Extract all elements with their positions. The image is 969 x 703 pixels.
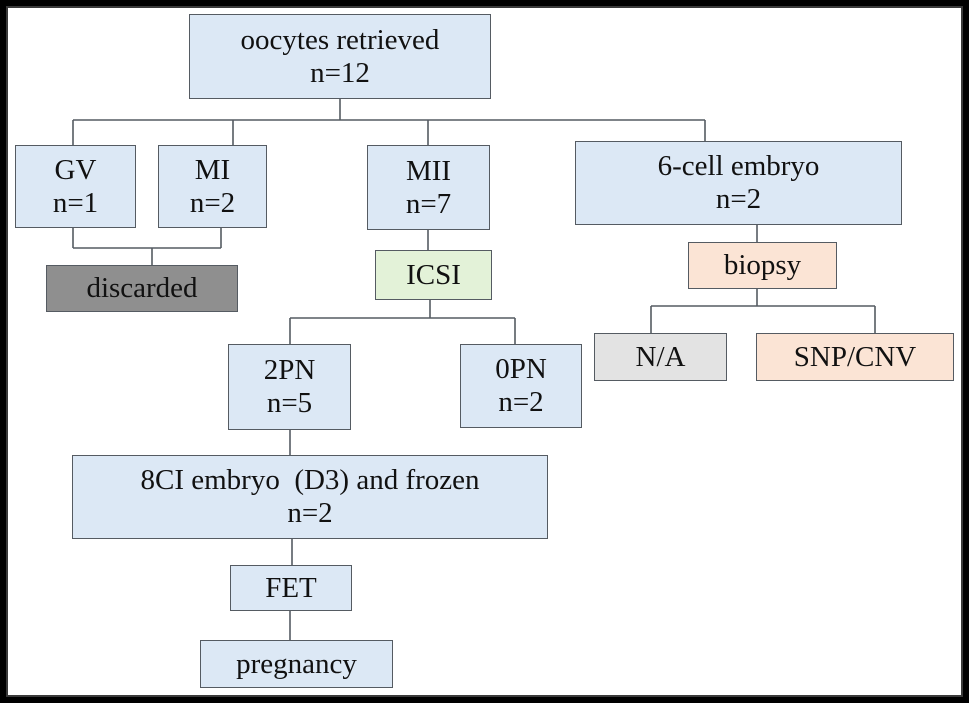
node-6-cell-embryo: 6-cell embryo n=2	[575, 141, 902, 225]
node-snp-cnv: SNP/CNV	[756, 333, 954, 381]
node-mi-label: MI	[194, 153, 231, 186]
node-oocytes-retrieved: oocytes retrieved n=12	[189, 14, 491, 99]
node-oocytes-retrieved-label: oocytes retrieved	[240, 23, 440, 56]
node-0pn-label: 0PN	[495, 353, 547, 385]
node-0pn: 0PN n=2	[460, 344, 582, 428]
node-icsi-label: ICSI	[406, 258, 461, 291]
node-6-cell-embryo-label: 6-cell embryo	[657, 150, 820, 182]
node-icsi: ICSI	[375, 250, 492, 300]
node-mi-count: n=2	[189, 186, 236, 219]
node-mii-count: n=7	[405, 187, 452, 220]
node-2pn: 2PN n=5	[228, 344, 351, 430]
connector-icsi-pn	[289, 300, 516, 344]
connector-biopsy-results	[650, 289, 876, 333]
node-discarded: discarded	[46, 265, 238, 312]
node-8ci-embryo-count: n=2	[287, 497, 333, 529]
node-fet: FET	[230, 565, 352, 611]
node-biopsy-label: biopsy	[723, 249, 802, 281]
node-oocytes-retrieved-count: n=12	[310, 56, 370, 89]
node-gv-label: GV	[54, 153, 97, 186]
node-mi: MI n=2	[158, 145, 267, 228]
node-6-cell-embryo-count: n=2	[715, 183, 762, 215]
node-8ci-embryo-label: 8CI embryo (D3) and frozen	[140, 464, 480, 496]
node-2pn-count: n=5	[266, 387, 313, 419]
node-gv-count: n=1	[52, 186, 99, 219]
node-8ci-embryo: 8CI embryo (D3) and frozen n=2	[72, 455, 548, 539]
node-pregnancy: pregnancy	[200, 640, 393, 688]
node-pregnancy-label: pregnancy	[236, 647, 357, 680]
node-2pn-label: 2PN	[263, 354, 316, 386]
node-na-label: N/A	[635, 340, 686, 373]
node-discarded-label: discarded	[86, 272, 198, 304]
node-mii: MII n=7	[367, 145, 490, 230]
node-mii-label: MII	[405, 154, 452, 187]
node-0pn-count: n=2	[498, 386, 544, 418]
node-snp-cnv-label: SNP/CNV	[793, 340, 917, 373]
connector-gv-mi-discarded	[72, 228, 222, 265]
node-fet-label: FET	[265, 571, 317, 604]
node-biopsy: biopsy	[688, 242, 837, 289]
node-na: N/A	[594, 333, 727, 381]
connector-oocytes-children	[72, 99, 706, 145]
node-gv: GV n=1	[15, 145, 136, 228]
